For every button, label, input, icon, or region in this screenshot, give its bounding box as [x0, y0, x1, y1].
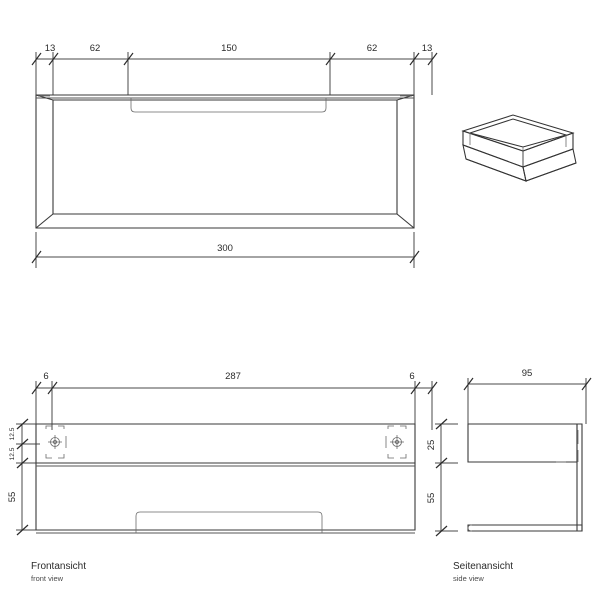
- isometric-view-geometry: [461, 114, 577, 182]
- side-view-geometry: [467, 423, 583, 532]
- front-view-vertical-dimensions: 12.5 12.5 55: [7, 418, 40, 536]
- front-view-mounting-band: [35, 423, 416, 464]
- top-chain-label-62-right: 62: [367, 43, 378, 54]
- top-chain-label-13-left: 13: [45, 43, 56, 54]
- dim-tick: [16, 457, 29, 469]
- iso-top-rim-inner: [468, 118, 568, 148]
- dim-tick: [463, 377, 474, 391]
- top-view-inner-rect: [52, 99, 398, 215]
- side-v-label-55: 55: [426, 493, 437, 504]
- dim-tick: [325, 52, 336, 66]
- top-view-outer-rect: [35, 94, 415, 229]
- top-view-handle-notch: [130, 98, 327, 113]
- overall-dimension-label: 300: [217, 243, 233, 254]
- dim-tick: [123, 52, 134, 66]
- dim-tick: [435, 418, 448, 430]
- dim-tick: [581, 377, 592, 391]
- side-view-bottom-nose: [467, 524, 473, 532]
- side-view-bottom-plate: [467, 524, 583, 532]
- iso-wall-front-right: [522, 132, 574, 168]
- iso-bracket-left-face: [462, 144, 527, 182]
- side-v-label-25: 25: [426, 440, 437, 451]
- top-chain-label-62-left: 62: [90, 43, 101, 54]
- front-h-label-6-left: 6: [43, 371, 48, 382]
- top-view-mitre-bl: [35, 213, 54, 229]
- top-view-overall-dimension: 300: [31, 232, 420, 268]
- dim-tick: [31, 381, 42, 395]
- side-view-vertical-dimensions: 25 55: [426, 418, 458, 537]
- dim-tick: [409, 52, 420, 66]
- dim-tick: [16, 438, 29, 450]
- side-h-label-95: 95: [522, 368, 533, 379]
- iso-bracket-bottom-edge: [465, 158, 577, 182]
- top-view-dimension-chain: 13 62 150 62 13: [31, 43, 438, 95]
- iso-bracket-right-face: [522, 148, 577, 182]
- front-h-label-287: 287: [225, 371, 241, 382]
- dim-tick: [435, 525, 448, 537]
- dim-tick: [47, 381, 58, 395]
- front-h-label-6-right: 6: [409, 371, 414, 382]
- front-view-left-bracket: [45, 425, 65, 459]
- dim-tick: [31, 52, 42, 66]
- dim-tick: [427, 52, 438, 66]
- side-view-caption-de: Seitenansicht: [453, 561, 513, 572]
- dim-tick: [16, 418, 29, 430]
- top-chain-label-150: 150: [221, 43, 237, 54]
- side-view-caption: Seitenansicht side view: [453, 561, 513, 583]
- top-view-mitre-br: [396, 213, 415, 229]
- front-view-caption: Frontansicht front view: [31, 561, 86, 583]
- dim-tick: [409, 250, 420, 264]
- top-chain-label-13-right: 13: [422, 43, 433, 54]
- dim-tick: [16, 524, 29, 536]
- side-view-upper-section: [467, 423, 578, 463]
- side-view-caption-en: side view: [453, 574, 484, 583]
- front-view-geometry: [35, 423, 416, 534]
- front-v-label-55: 55: [7, 492, 18, 503]
- top-view-geometry: [35, 94, 415, 229]
- front-v-label-12-5-upper: 12.5: [9, 427, 16, 440]
- front-view-caption-de: Frontansicht: [31, 561, 86, 572]
- front-view-caption-en: front view: [31, 574, 64, 583]
- front-v-label-12-5-lower: 12.5: [9, 447, 16, 460]
- dim-tick: [410, 381, 421, 395]
- side-view-horizontal-dimension: 95: [463, 368, 592, 424]
- dim-tick: [435, 457, 448, 469]
- front-view-body: [35, 462, 416, 531]
- dim-tick: [48, 52, 59, 66]
- dim-tick: [31, 250, 42, 264]
- front-view-handle-notch: [135, 511, 323, 533]
- dim-tick: [427, 381, 438, 395]
- front-view-horizontal-dimensions: 6 287 6: [31, 371, 438, 430]
- front-view-right-bracket: [387, 425, 407, 459]
